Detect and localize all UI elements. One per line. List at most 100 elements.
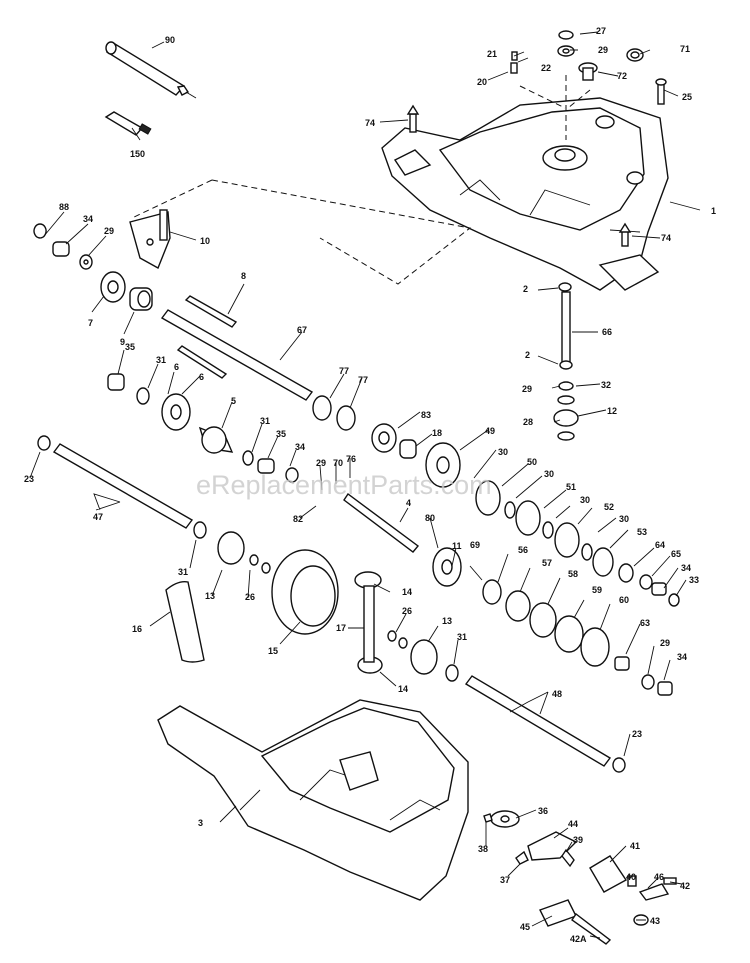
callout-6-b: 6 (199, 372, 204, 382)
callout-5: 5 (231, 396, 236, 406)
callout-34-a: 34 (83, 214, 93, 224)
callout-83: 83 (421, 410, 431, 420)
callout-10: 10 (200, 236, 210, 246)
callout-77-a: 77 (339, 366, 349, 376)
callout-64: 64 (655, 540, 665, 550)
callout-71: 71 (680, 44, 690, 54)
callout-49: 49 (485, 426, 495, 436)
callout-69: 69 (470, 540, 480, 550)
callout-25: 25 (682, 92, 692, 102)
callout-44: 44 (568, 819, 578, 829)
callout-29-top: 29 (598, 45, 608, 55)
callout-2-a: 2 (523, 284, 528, 294)
callout-27: 27 (596, 26, 606, 36)
part-23-washer-left (37, 435, 51, 451)
part-10-shift-bracket (129, 209, 171, 269)
callout-88: 88 (59, 202, 69, 212)
part-1-upper-housing (381, 97, 669, 291)
part-49-gear (425, 442, 461, 488)
callout-34-c: 34 (681, 563, 691, 573)
callout-150: 150 (130, 149, 145, 159)
callout-13-a: 13 (205, 591, 215, 601)
callout-74-right: 74 (661, 233, 671, 243)
callout-7: 7 (88, 318, 93, 328)
callout-37: 37 (500, 875, 510, 885)
callout-9: 9 (120, 337, 125, 347)
callout-30-a: 30 (498, 447, 508, 457)
callout-33: 33 (689, 575, 699, 585)
callout-90: 90 (165, 35, 175, 45)
callout-34-d: 34 (677, 652, 687, 662)
callout-42: 42 (680, 881, 690, 891)
callout-51: 51 (566, 482, 576, 492)
part-83-gear (371, 423, 397, 453)
callout-48: 48 (552, 689, 562, 699)
callout-41: 41 (630, 841, 640, 851)
callout-35-b: 35 (276, 429, 286, 439)
callout-66: 66 (602, 327, 612, 337)
callout-20: 20 (477, 77, 487, 87)
part-77-rings (312, 395, 356, 431)
callout-16: 16 (132, 624, 142, 634)
callout-14-b: 14 (398, 684, 408, 694)
callout-35: 35 (125, 342, 135, 352)
part-150-sealant-tube (104, 111, 152, 136)
callout-29-e: 29 (660, 638, 670, 648)
callout-3: 3 (198, 818, 203, 828)
lower-gear-stack (482, 579, 610, 667)
callout-30-d: 30 (619, 514, 629, 524)
right-small-parts (614, 563, 680, 696)
part-23-washer-right (612, 757, 626, 773)
part-15-ring-gear (271, 549, 339, 635)
callout-11: 11 (452, 541, 462, 551)
callout-70: 70 (333, 458, 343, 468)
part-48-axle (464, 675, 612, 767)
part-47-axle (52, 443, 194, 529)
callout-60: 60 (619, 595, 629, 605)
callout-26-a: 26 (245, 592, 255, 602)
callout-29-d: 29 (316, 458, 326, 468)
row-2-parts (107, 373, 191, 431)
callout-2-b: 2 (525, 350, 530, 360)
callout-29-c: 29 (522, 384, 532, 394)
part-9-collar (129, 287, 153, 311)
callout-1: 1 (711, 206, 716, 216)
callout-52: 52 (604, 502, 614, 512)
callout-77-b: 77 (358, 375, 368, 385)
callout-42A: 42A (570, 934, 587, 944)
callout-67: 67 (297, 325, 307, 335)
callout-18: 18 (432, 428, 442, 438)
bottom-right-parts (483, 810, 677, 945)
left-small-parts (33, 223, 93, 270)
row-3-small (242, 450, 299, 483)
part-3-lower-housing (157, 699, 469, 901)
part-4-shaft (343, 492, 420, 553)
callout-53: 53 (637, 527, 647, 537)
callout-30-c: 30 (580, 495, 590, 505)
reference-lines (131, 75, 591, 285)
callout-45: 45 (520, 922, 530, 932)
upper-hardware (406, 30, 667, 247)
part-13-gear-right (410, 639, 459, 682)
callout-30-b: 30 (544, 469, 554, 479)
part-13-gear-left (193, 521, 271, 574)
callout-46: 46 (654, 872, 664, 882)
callout-74-top: 74 (365, 118, 375, 128)
callout-65: 65 (671, 549, 681, 559)
part-67-shift-shaft (160, 309, 314, 401)
callout-82: 82 (293, 514, 303, 524)
right-gear-stack (475, 480, 614, 577)
callout-13-b: 13 (442, 616, 452, 626)
callout-39: 39 (573, 835, 583, 845)
callout-12: 12 (607, 406, 617, 416)
callout-76: 76 (346, 454, 356, 464)
callout-56: 56 (518, 545, 528, 555)
callout-32: 32 (601, 380, 611, 390)
part-66-shaft-stack (553, 282, 579, 441)
callout-23-a: 23 (24, 474, 34, 484)
watermark: eReplacementParts.com (196, 470, 492, 500)
callout-43: 43 (650, 916, 660, 926)
callout-50: 50 (527, 457, 537, 467)
callout-31-a: 31 (156, 355, 166, 365)
callout-17: 17 (336, 623, 346, 633)
